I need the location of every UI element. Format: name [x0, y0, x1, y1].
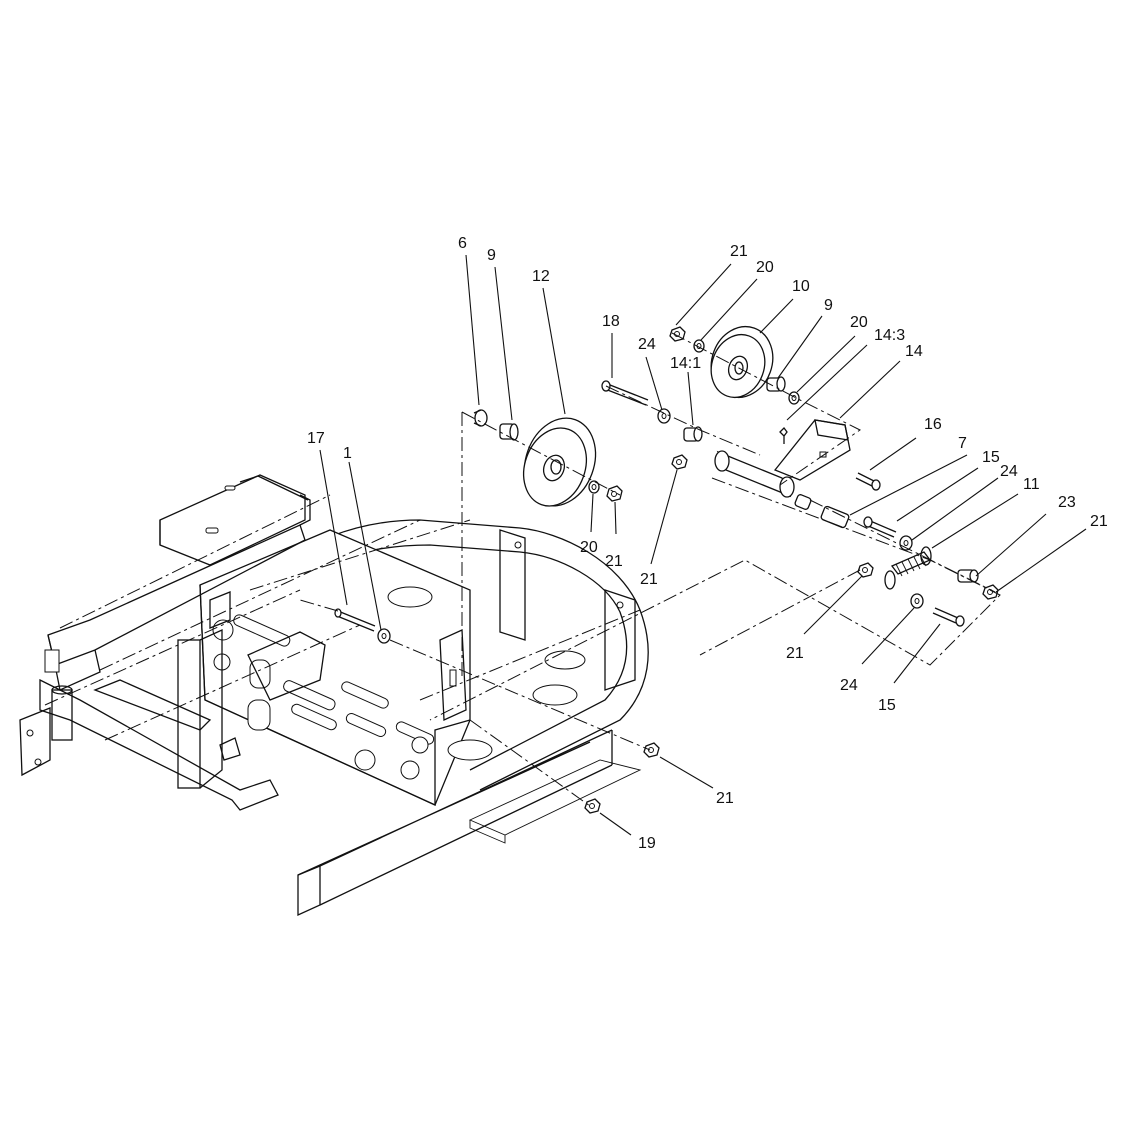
- callout-21: 21: [1090, 513, 1108, 530]
- callout-9: 9: [487, 247, 496, 264]
- bolt-15-b: [932, 607, 959, 624]
- spring-11: [884, 546, 932, 590]
- bolt-18: [604, 382, 649, 406]
- callout-24: 24: [1000, 463, 1018, 480]
- callout-17: 17: [307, 430, 325, 447]
- callout-21: 21: [605, 553, 623, 570]
- callout-20: 20: [580, 539, 598, 556]
- callout-9: 9: [824, 297, 833, 314]
- callout-6: 6: [458, 235, 467, 252]
- callout-12: 12: [532, 268, 550, 285]
- callout-19: 19: [638, 835, 656, 852]
- callout-14-3: 14:3: [874, 327, 905, 344]
- chassis-frame: [199, 519, 649, 917]
- callout-7: 7: [958, 435, 967, 452]
- callout-20: 20: [850, 314, 868, 331]
- callout-23: 23: [1058, 494, 1076, 511]
- frame-hardware: [334, 608, 660, 814]
- callout-24: 24: [840, 677, 858, 694]
- callout-11: 11: [1023, 476, 1040, 493]
- bolt-17: [336, 610, 376, 632]
- plate-slots: [212, 614, 435, 780]
- grease-fitting-14-3: [779, 427, 788, 444]
- callout-21: 21: [640, 571, 658, 588]
- callout-14: 14: [905, 343, 923, 360]
- idler-pulley-12-group: [473, 409, 623, 507]
- callout-20: 20: [756, 259, 774, 276]
- callout-21: 21: [730, 243, 748, 260]
- callout-21: 21: [786, 645, 804, 662]
- callout-16: 16: [924, 416, 942, 433]
- bolt-16: [855, 472, 877, 488]
- callout-24: 24: [638, 336, 656, 353]
- phantom-lines: [44, 332, 1001, 807]
- callout-18: 18: [602, 313, 620, 330]
- leader-lines: [319, 254, 1087, 836]
- idler-arm-group: [601, 325, 999, 627]
- callout-21: 21: [716, 790, 734, 807]
- callout-15: 15: [878, 697, 896, 714]
- spacer-7: [820, 505, 850, 529]
- callout-15: 15: [982, 449, 1000, 466]
- callout-14-1: 14:1: [670, 355, 701, 372]
- callout-10: 10: [792, 278, 810, 295]
- bolt-15-a: [865, 519, 897, 538]
- callout-labels: 6 9 12 17 1 20 21 21 18 24 14:1 21 20 10…: [307, 235, 1108, 852]
- callout-1: 1: [343, 445, 352, 462]
- left-bracket-assembly: [19, 474, 311, 811]
